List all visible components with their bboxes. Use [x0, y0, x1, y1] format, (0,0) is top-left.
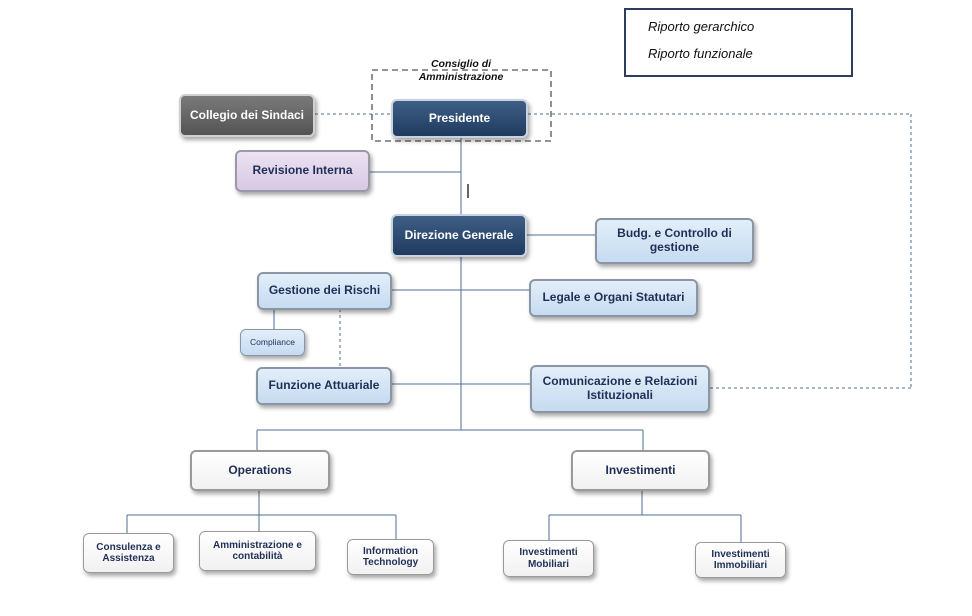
node-amministrazione[interactable]: Amministrazione e contabilità — [199, 531, 316, 571]
node-gestione-rischi[interactable]: Gestione dei Rischi — [257, 272, 392, 310]
node-investimenti-mobiliari[interactable]: Investimenti Mobiliari — [503, 540, 594, 577]
node-revisione-interna[interactable]: Revisione Interna — [235, 150, 370, 192]
node-comunicazione[interactable]: Comunicazione e Relazioni Istituzionali — [530, 365, 710, 413]
node-investimenti[interactable]: Investimenti — [571, 450, 710, 491]
node-consulenza[interactable]: Consulenza e Assistenza — [83, 533, 174, 573]
legend-functional: Riporto funzionale — [648, 46, 753, 61]
node-operations[interactable]: Operations — [190, 450, 330, 491]
node-funzione-attuariale[interactable]: Funzione Attuariale — [256, 367, 392, 405]
legend: Riporto gerarchico Riporto funzionale — [624, 8, 853, 77]
node-budget-controllo[interactable]: Budg. e Controllo di gestione — [595, 218, 754, 264]
node-direzione-generale[interactable]: Direzione Generale — [391, 214, 527, 257]
node-collegio-sindaci[interactable]: Collegio dei Sindaci — [179, 94, 315, 137]
board-label: Consiglio di Amministrazione — [418, 58, 504, 84]
node-compliance[interactable]: Compliance — [240, 329, 305, 356]
board-frame — [371, 69, 552, 142]
node-legale[interactable]: Legale e Organi Statutari — [529, 279, 698, 317]
node-information-technology[interactable]: Information Technology — [347, 539, 434, 575]
node-investimenti-immobiliari[interactable]: Investimenti Immobiliari — [695, 542, 786, 578]
node-presidente[interactable]: Presidente — [391, 99, 528, 138]
legend-hierarchical: Riporto gerarchico — [648, 19, 755, 34]
